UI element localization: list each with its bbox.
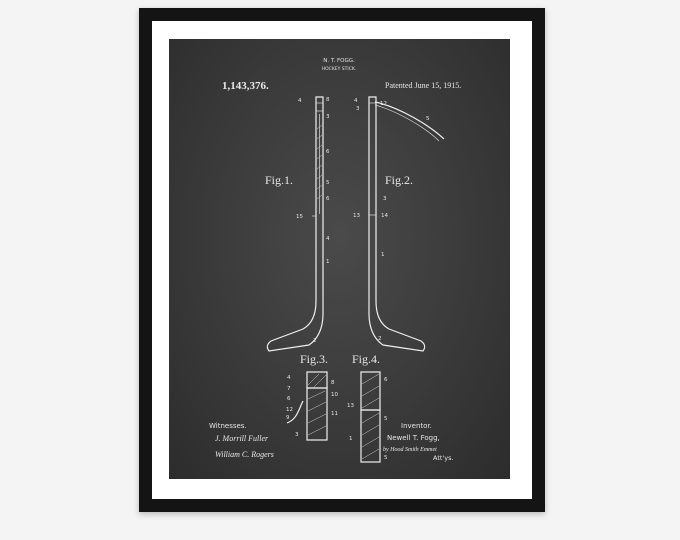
fig1-label: Fig.1.	[265, 173, 293, 187]
fig3-label: Fig.3.	[300, 352, 328, 366]
fig1-callout-4: 4	[298, 98, 302, 104]
fig4-callout-5b: 5	[384, 455, 388, 461]
attorneys-signature: by Hood Smith Emmet	[383, 447, 437, 453]
patent-number: 1,143,376.	[222, 80, 269, 92]
witness-signature-1: J. Morrill Fuller	[215, 434, 269, 443]
fig1-hockey-stick	[266, 96, 324, 352]
fig3-cross-section	[286, 371, 328, 441]
inventor-header: N. T. FOGG.	[323, 58, 355, 64]
fig2-callout-13: 13	[353, 213, 360, 219]
fig3-callout-8: 8	[331, 380, 335, 386]
fig1-callout-1: 1	[326, 259, 330, 265]
fig1-callout-3: 3	[326, 114, 330, 120]
inventor-label: Inventor.	[401, 422, 432, 430]
invention-title: HOCKEY STICK.	[322, 66, 357, 72]
fig4-callout-1: 1	[349, 436, 353, 442]
fig4-callout-5a: 5	[384, 416, 388, 422]
fig2-callout-1: 1	[381, 252, 385, 258]
fig4-callout-6: 6	[384, 377, 388, 383]
fig3-callout-10: 10	[331, 392, 338, 398]
fig2-label: Fig.2.	[385, 173, 413, 187]
fig2-callout-4: 4	[354, 98, 358, 104]
fig2-hockey-stick	[368, 96, 445, 352]
witnesses-label: Witnesses.	[209, 422, 247, 430]
patent-drawing: N. T. FOGG. HOCKEY STICK. 1,143,376. Pat…	[209, 58, 461, 463]
fig1-callout-8: 8	[326, 97, 330, 103]
fig4-callout-13: 13	[347, 403, 354, 409]
fig3-callout-6: 6	[287, 396, 291, 402]
fig1-callout-2: 2	[313, 338, 317, 344]
fig1-callout-5: 5	[326, 180, 330, 186]
fig3-callout-3: 3	[295, 432, 299, 438]
inventor-name: Newell T. Fogg,	[387, 434, 440, 442]
fig2-callout-12: 12	[380, 101, 387, 107]
fig1-callout-6a: 6	[326, 149, 330, 155]
fig4-label: Fig.4.	[352, 352, 380, 366]
patent-date: Patented June 15, 1915.	[385, 81, 461, 90]
fig2-callout-14: 14	[381, 213, 388, 219]
fig2-callout-3a: 3	[356, 106, 360, 112]
fig2-callout-2: 2	[378, 336, 382, 342]
fig4-cross-section	[360, 371, 381, 463]
fig3-callout-7: 7	[287, 386, 291, 392]
chalkboard-patent-print: N. T. FOGG. HOCKEY STICK. 1,143,376. Pat…	[169, 39, 510, 479]
fig3-callout-12: 12	[286, 407, 293, 413]
fig1-callout-6b: 6	[326, 196, 330, 202]
fig3-callout-4: 4	[287, 375, 291, 381]
fig2-callout-3b: 3	[383, 196, 387, 202]
fig1-callout-15: 15	[296, 214, 303, 220]
fig2-callout-5: 5	[426, 116, 430, 122]
fig1-callout-4b: 4	[326, 236, 330, 242]
attorneys-label: Att'ys.	[433, 454, 454, 462]
fig3-callout-9: 9	[286, 415, 290, 421]
fig3-callout-11: 11	[331, 411, 338, 417]
witness-signature-2: William C. Rogers	[215, 450, 274, 459]
